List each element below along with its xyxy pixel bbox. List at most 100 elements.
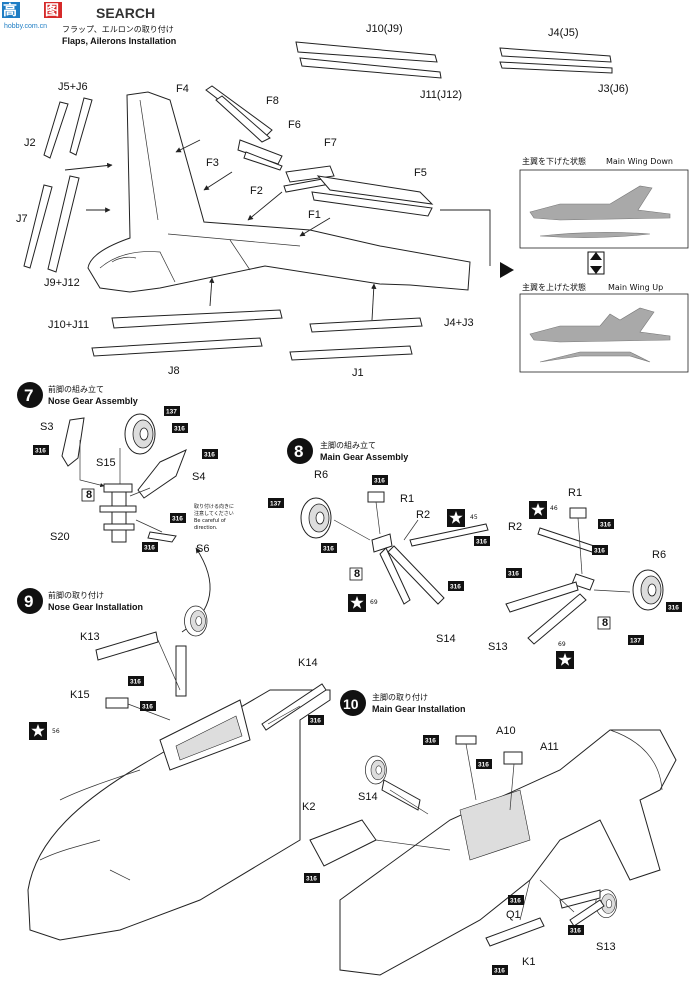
- step7-header: 7 前脚の組み立て Nose Gear Assembly: [17, 382, 138, 408]
- decal-69b: 69: [558, 641, 566, 648]
- code-316: 316: [35, 448, 46, 455]
- label-K2: K2: [302, 801, 315, 813]
- step8-header: 8 主脚の組み立て Main Gear Assembly: [287, 438, 408, 464]
- step6-title-jp: フラップ、エルロンの取り付け: [62, 24, 174, 34]
- step8-title-jp: 主脚の組み立て: [320, 440, 376, 450]
- label-S4: S4: [192, 471, 205, 483]
- label-F6: F6: [288, 119, 301, 131]
- label-J1: J1: [352, 367, 364, 379]
- step9-title-en: Nose Gear Installation: [48, 602, 143, 612]
- decal-star-icon: [348, 594, 366, 612]
- step9-title-jp: 前脚の取り付け: [48, 590, 104, 600]
- label-J5J6: J5+J6: [58, 81, 88, 93]
- step9-header: 9 前脚の取り付け Nose Gear Installation: [17, 588, 143, 614]
- label-S6: S6: [196, 543, 209, 555]
- label-J8: J8: [168, 365, 180, 377]
- step10-title-jp: 主脚の取り付け: [372, 692, 428, 702]
- s6-note-3: Be careful of: [194, 518, 226, 524]
- step9-fuselage-diagram: [27, 605, 331, 941]
- label-S14-left: S14: [436, 633, 456, 645]
- decal-star-icon: [447, 509, 465, 527]
- label-R6-left: R6: [314, 469, 328, 481]
- label-K1: K1: [522, 956, 535, 968]
- decal-46: 46: [550, 505, 558, 512]
- label-Q1: Q1: [506, 909, 521, 921]
- code-316: 316: [323, 546, 334, 553]
- step6-title-en: Flaps, Ailerons Installation: [62, 36, 176, 46]
- code-316: 316: [310, 718, 321, 725]
- code-316: 316: [594, 548, 605, 555]
- label-F7: F7: [324, 137, 337, 149]
- decal-56: 56: [52, 728, 60, 735]
- code-137: 137: [630, 638, 641, 645]
- decal-star-icon: [556, 651, 574, 669]
- label-S14-install: S14: [358, 791, 378, 803]
- label-F3: F3: [206, 157, 219, 169]
- label-J4J3: J4+J3: [444, 317, 474, 329]
- code-316: 316: [508, 571, 519, 578]
- code-316: 316: [144, 545, 155, 552]
- code-316: 316: [374, 478, 385, 485]
- label-R1-right: R1: [568, 487, 582, 499]
- code-316: 316: [204, 452, 215, 459]
- label-J2: J2: [24, 137, 36, 149]
- label-J10: J10(J9): [366, 23, 403, 35]
- code-316: 316: [425, 738, 436, 745]
- label-A10: A10: [496, 725, 516, 737]
- decal-45: 45: [470, 514, 478, 521]
- step9-number: 9: [24, 592, 33, 611]
- code-316: 316: [510, 898, 521, 905]
- wing-toggle-arrow-icon: [590, 252, 602, 260]
- wing-up-label-jp: 主翼を上げた状態: [522, 282, 586, 292]
- code-316: 316: [142, 704, 153, 711]
- label-S15: S15: [96, 457, 116, 469]
- code-316: 316: [478, 762, 489, 769]
- label-F1: F1: [308, 209, 321, 221]
- label-R2-left: R2: [416, 509, 430, 521]
- label-K14: K14: [298, 657, 318, 669]
- decal-star-markers: 45 46 69 69 56: [29, 501, 574, 740]
- step7-title-jp: 前脚の組み立て: [48, 384, 104, 394]
- label-R6-right: R6: [652, 549, 666, 561]
- wing-up-panel: 主翼を上げた状態 Main Wing Up: [519, 282, 689, 373]
- label-S3: S3: [40, 421, 53, 433]
- label-K15: K15: [70, 689, 90, 701]
- watermark-char-1: 高: [3, 2, 17, 18]
- s6-note-1: 取り付ける向きに: [194, 503, 234, 510]
- code-316: 316: [476, 539, 487, 546]
- code-316: 316: [174, 426, 185, 433]
- step10-title-en: Main Gear Installation: [372, 704, 466, 714]
- code-316: 316: [600, 522, 611, 529]
- label-F4: F4: [176, 83, 189, 95]
- label-J11: J11(J12): [420, 89, 462, 101]
- wing-up-label-en: Main Wing Up: [608, 283, 663, 292]
- s6-note-4: direction.: [194, 525, 218, 531]
- label-J9J12: J9+J12: [44, 277, 80, 289]
- code-316: 316: [306, 876, 317, 883]
- step10-fuselage-diagram: [309, 729, 677, 976]
- watermark-char-2: 图: [45, 2, 59, 18]
- label-F5: F5: [414, 167, 427, 179]
- label-8-right: 8: [602, 617, 608, 629]
- s6-note-2: 注意してください: [194, 510, 234, 517]
- code-316: 316: [172, 516, 183, 523]
- label-F2: F2: [250, 185, 263, 197]
- code-316: 316: [570, 928, 581, 935]
- watermark-search: SEARCH: [96, 5, 155, 21]
- label-R2-right: R2: [508, 521, 522, 533]
- decal-69a: 69: [370, 599, 378, 606]
- step10-header: 10 主脚の取り付け Main Gear Installation: [340, 690, 466, 716]
- wing-toggle-arrow-icon-2: [590, 266, 602, 274]
- label-J3: J3(J6): [598, 83, 629, 95]
- label-S13-install: S13: [596, 941, 616, 953]
- step7-number: 7: [24, 386, 33, 405]
- label-A11: A11: [540, 741, 559, 753]
- label-8-left: 8: [354, 568, 360, 580]
- step7-title-en: Nose Gear Assembly: [48, 396, 138, 406]
- label-R1-left: R1: [400, 493, 414, 505]
- code-316: 316: [130, 679, 141, 686]
- decal-star-icon: [29, 722, 47, 740]
- code-137: 137: [270, 501, 281, 508]
- label-K13: K13: [80, 631, 100, 643]
- wing-down-panel: 主翼を下げた状態 Main Wing Down: [519, 156, 689, 249]
